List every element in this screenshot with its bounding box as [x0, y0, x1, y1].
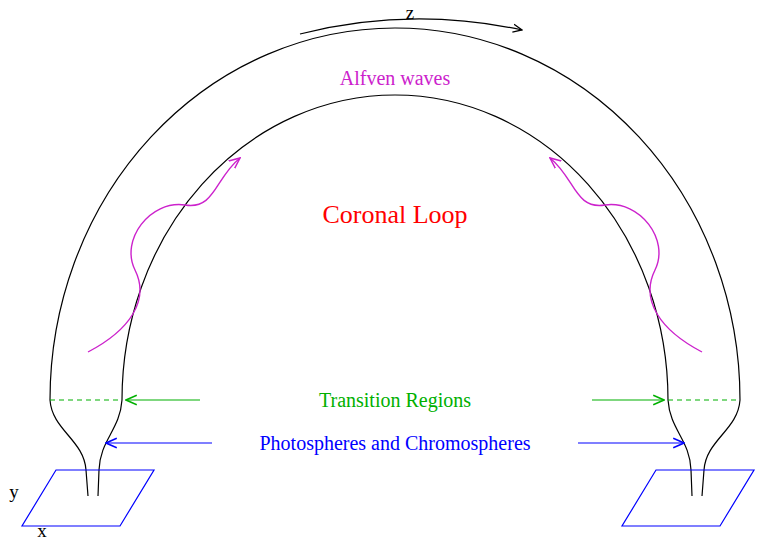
transition-line [668, 399, 740, 400]
photosphere-plane [22, 470, 154, 526]
right-foot-inner [668, 400, 692, 496]
loop-outer-edge [50, 28, 740, 400]
pointer-arrow [592, 399, 664, 400]
region-label: Photospheres and Chromospheres [259, 433, 530, 453]
transition-line [50, 399, 122, 400]
pointer-arrow [578, 442, 684, 443]
axis-label: z [406, 3, 414, 22]
region-label: Transition Regions [319, 390, 471, 410]
pointer-arrow [126, 399, 200, 400]
right-foot-outer [702, 400, 740, 496]
axis-label: x [37, 521, 47, 540]
alfven-wave-arrow [88, 158, 240, 352]
loop-inner-edge [122, 95, 668, 400]
axis-label: y [9, 482, 19, 501]
pointer-arrow [106, 442, 212, 443]
wave-label: Alfven waves [340, 68, 451, 88]
left-foot-inner [98, 400, 122, 496]
alfven-wave-arrow [550, 158, 702, 352]
photosphere-plane [622, 470, 754, 526]
left-foot-outer [50, 400, 88, 496]
loop-label: Coronal Loop [322, 202, 467, 228]
